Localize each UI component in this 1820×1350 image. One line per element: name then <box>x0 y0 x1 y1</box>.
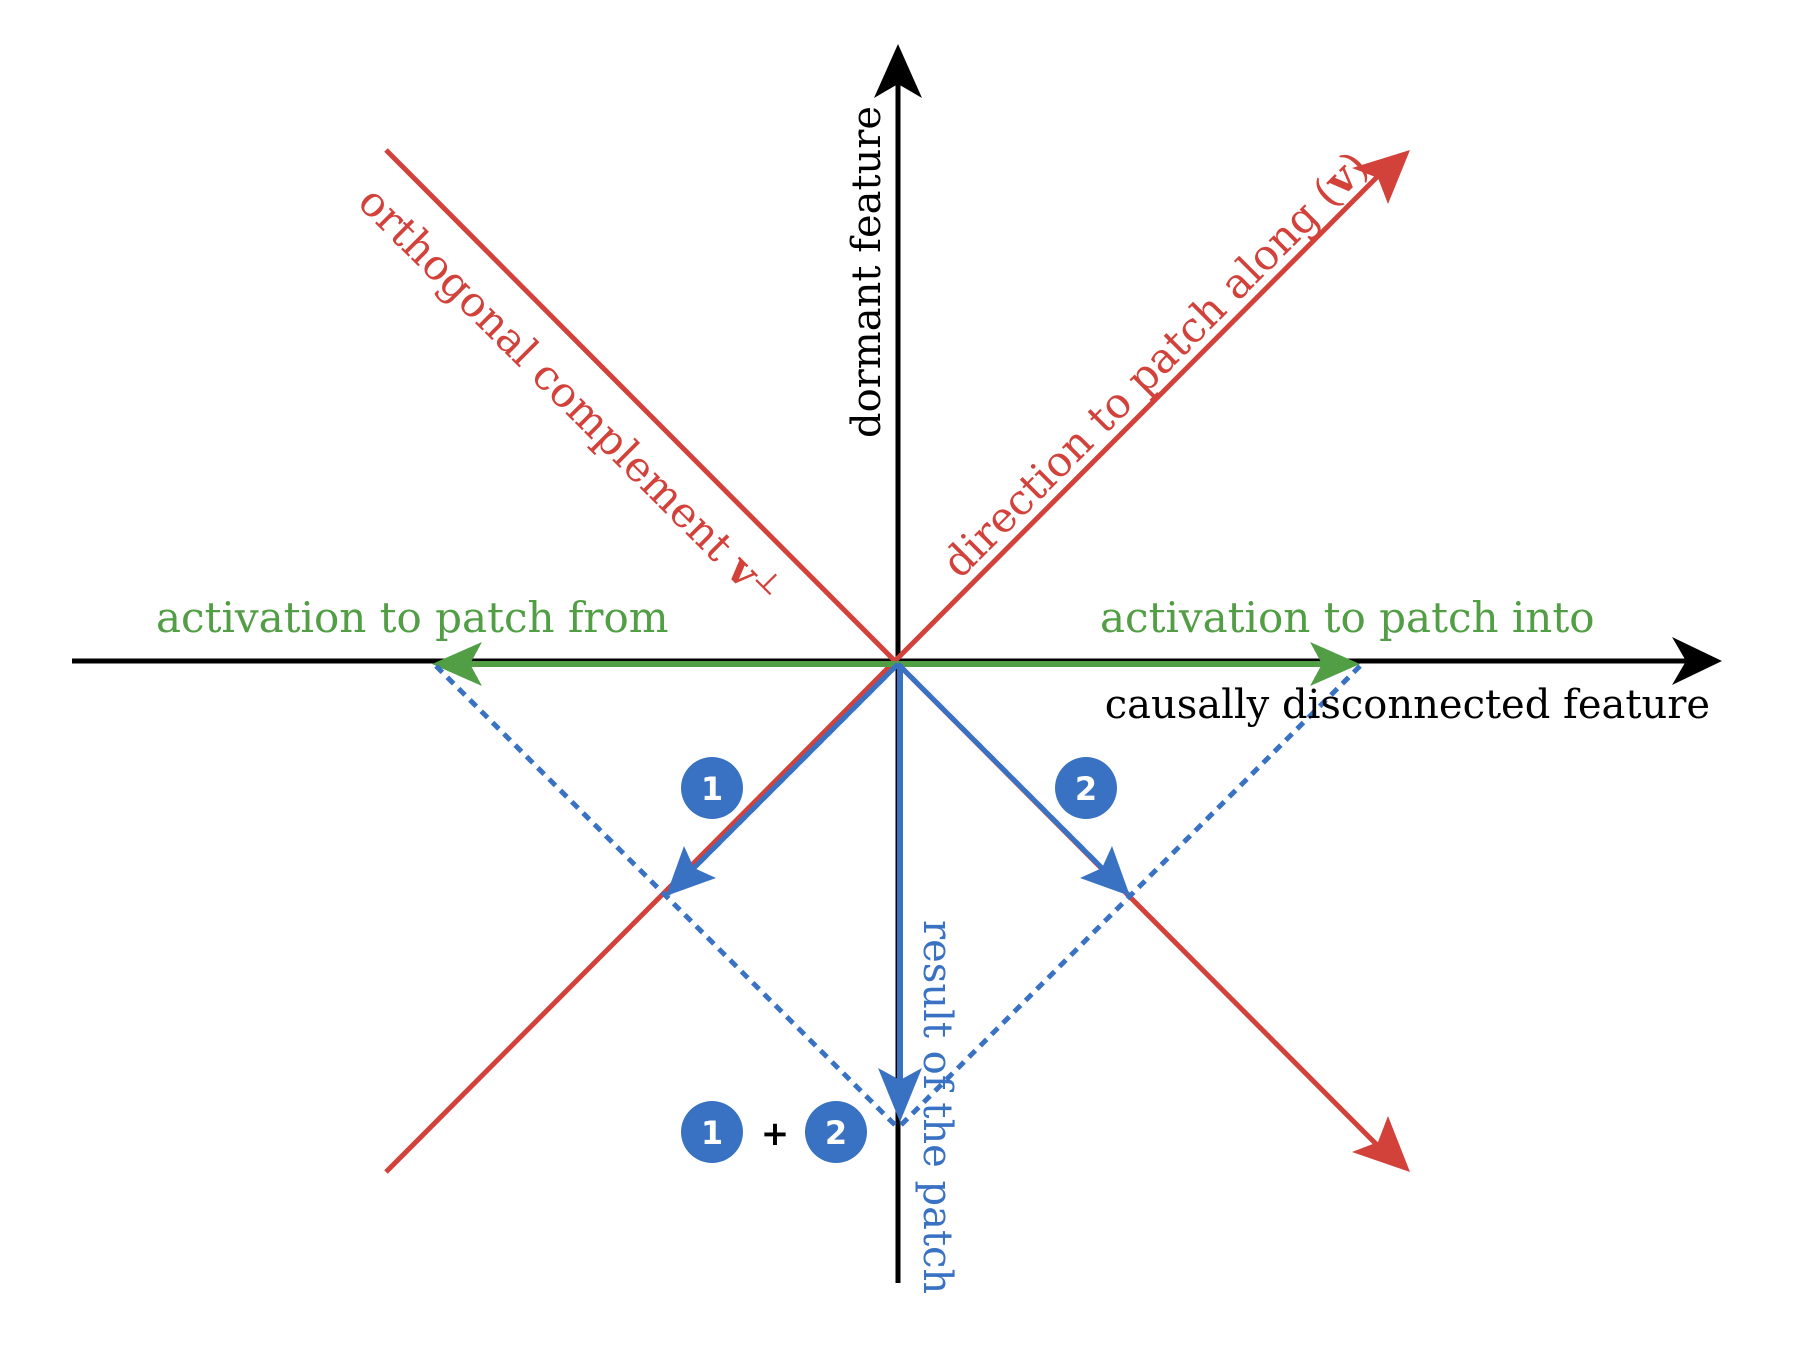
svg-text:1: 1 <box>701 770 723 808</box>
svg-text:2: 2 <box>1075 770 1097 808</box>
plus-sign: + <box>761 1114 790 1154</box>
x-axis-arrowhead <box>1672 637 1722 685</box>
patch-from-arrow <box>432 642 898 686</box>
svg-text:2: 2 <box>825 1114 847 1152</box>
direction-v-arrowhead <box>1352 150 1410 204</box>
badge-2-component: 2 <box>1055 757 1117 819</box>
orthogonal-arrowhead <box>1352 1116 1410 1172</box>
svg-text:1: 1 <box>701 1114 723 1152</box>
component-1-arrow <box>666 662 900 896</box>
component-2-arrow <box>896 662 1130 896</box>
y-axis-label: dormant feature <box>844 106 890 438</box>
badge-1-component: 1 <box>681 757 743 819</box>
result-arrow <box>878 664 922 1122</box>
orthogonal-label: orthogonal complement v⊥ <box>349 174 790 615</box>
patch-into-arrow <box>898 642 1360 686</box>
patch-from-label: activation to patch from <box>156 593 669 642</box>
badge-1-result: 1 <box>681 1101 743 1163</box>
patch-into-label: activation to patch into <box>1100 593 1595 642</box>
direction-v-line <box>384 150 1410 1174</box>
result-label: result of the patch <box>914 920 960 1294</box>
x-axis-label: causally disconnected feature <box>1105 682 1710 728</box>
orthogonal-line <box>384 148 1410 1172</box>
y-axis-arrowhead <box>874 44 922 98</box>
badge-2-result: 2 <box>805 1101 867 1163</box>
direction-v-label: direction to patch along (v) <box>932 141 1378 587</box>
